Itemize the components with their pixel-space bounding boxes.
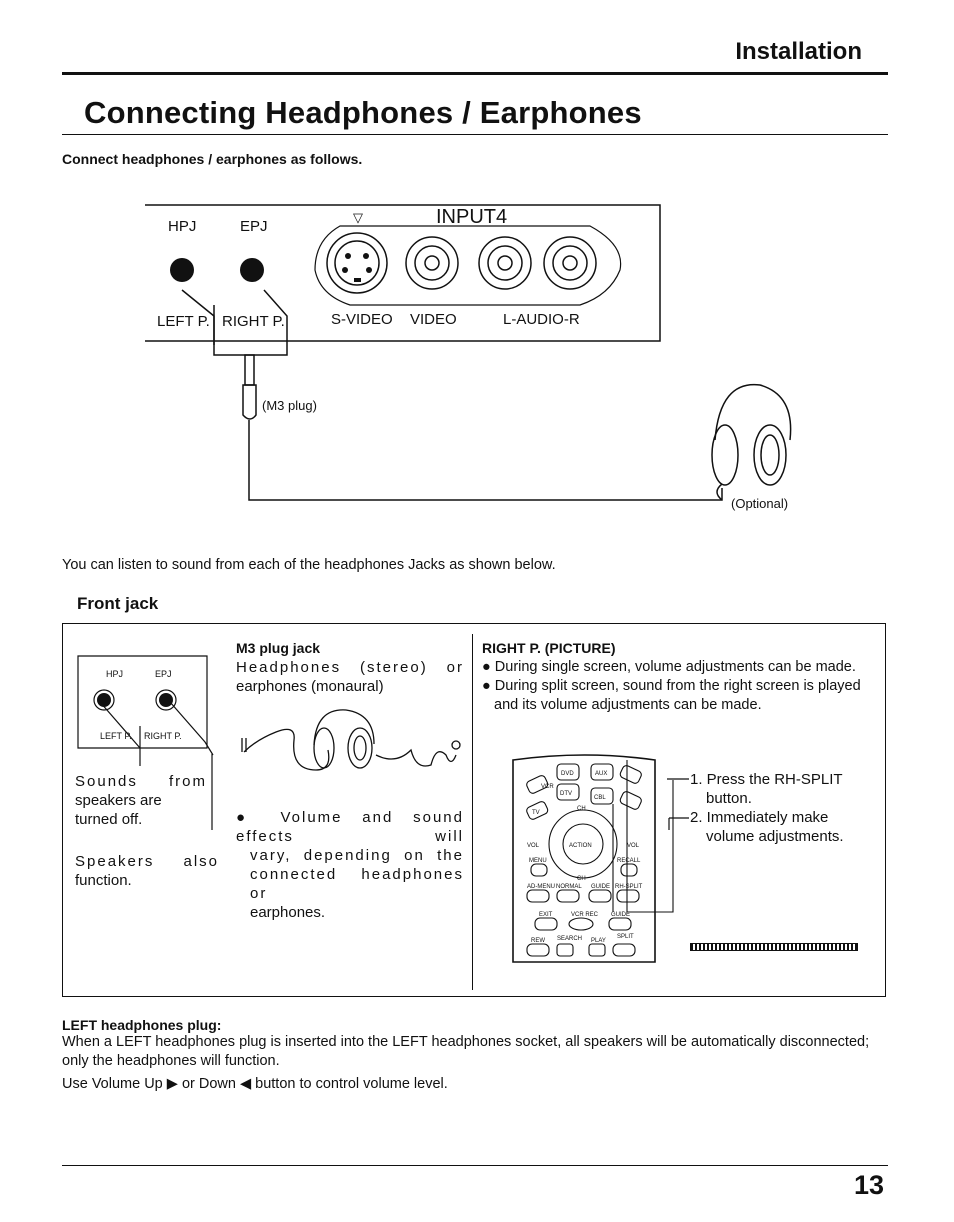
remote-rhsplit-label: RH-SPLIT — [615, 884, 643, 890]
bullet-split-screen: ● During split screen, sound from the ri… — [482, 678, 861, 713]
speakers-note: Speakers also function. — [75, 852, 219, 890]
panel-hpj-label: HPJ — [106, 669, 124, 679]
remote-tv-label: TV — [532, 810, 540, 816]
step-leader-lines — [667, 778, 689, 830]
input-marker: ▽ — [353, 210, 363, 225]
left-plug-heading: LEFT headphones plug: — [62, 1017, 222, 1033]
bullet-single-screen: ● During single screen, volume adjustmen… — [482, 659, 856, 675]
remote-guide-label: GUIDE — [611, 912, 630, 918]
remote-vol-right-label: VOL — [627, 843, 640, 849]
remote-normal-label: NORMAL — [556, 884, 582, 890]
sounds-note: Sounds from speakers are turned off. — [75, 772, 207, 829]
remote-control-illustration: VCR DVD AUX TV DTV CBL CH ACTION VOL VOL… — [512, 754, 674, 963]
steps-list: 1. Press the RH-SPLIT button. 2. Immedia… — [690, 770, 870, 846]
speakers-line2: function. — [75, 872, 132, 889]
optional-label: (Optional) — [731, 496, 789, 511]
left-plug-description: When a LEFT headphones plug is inserted … — [62, 1034, 870, 1069]
svg-text:VCR DVD AUX TV: VCR DVD AUX TV DTV CBL CH ACTION VOL VOL… — [527, 771, 644, 944]
remote-admenu-label: AD-MENU — [527, 884, 555, 890]
left-p-label: LEFT P. — [157, 313, 210, 330]
step-1: 1. Press the RH-SPLIT button. — [690, 771, 843, 807]
remote-recall-label: RECALL — [617, 858, 641, 864]
m3-line1: Headphones (stereo) or — [236, 659, 464, 676]
epj-label: EPJ — [240, 218, 268, 235]
volume-bar-illustration — [690, 943, 858, 951]
front-jack-box — [62, 623, 886, 997]
right-p-label: RIGHT P. — [222, 313, 285, 330]
sounds-line2: speakers are turned off. — [75, 792, 162, 828]
remote-aux-label: AUX — [595, 771, 607, 777]
listen-text: You can listen to sound from each of the… — [62, 557, 556, 573]
video-label: VIDEO — [410, 311, 457, 328]
remote-menu-label: MENU — [529, 858, 547, 864]
header-rule — [62, 72, 888, 75]
remote-play-label: PLAY — [591, 938, 606, 944]
vol-line3: connected headphones or — [250, 866, 464, 902]
front-jack-heading: Front jack — [77, 594, 159, 613]
page-title: Connecting Headphones / Earphones — [84, 95, 642, 130]
remote-vcr-label: VCR — [541, 784, 554, 790]
remote-exit-label: EXIT — [539, 912, 553, 918]
vol-line2: vary, depending on the — [250, 847, 464, 864]
laudio-label: L-AUDIO-R — [503, 311, 580, 328]
remote-split-label: SPLIT — [617, 934, 634, 940]
m3-description: Headphones (stereo) or earphones (monaur… — [236, 658, 464, 696]
vol-line4: earphones. — [250, 904, 326, 921]
front-panel-diagram — [77, 655, 214, 830]
headphones-cord-illustration — [241, 709, 461, 771]
remote-vol-left-label: VOL — [527, 843, 540, 849]
svideo-label: S-VIDEO — [331, 311, 393, 328]
volume-note: ● Volume and sound effects will vary, de… — [236, 808, 464, 922]
m3-heading: M3 plug jack — [236, 640, 321, 656]
m3-line2: earphones (monaural) — [236, 678, 384, 695]
column-divider — [472, 634, 473, 990]
title-rule — [62, 134, 888, 135]
remote-guide-top-label: GUIDE — [591, 884, 610, 890]
step-2: 2. Immediately make volume adjustments. — [690, 809, 844, 845]
remote-search-label: SEARCH — [557, 936, 582, 942]
remote-dtv-label: DTV — [560, 791, 572, 797]
input4-label: INPUT4 — [436, 206, 508, 228]
remote-action-label: ACTION — [569, 843, 592, 849]
connection-diagram — [145, 204, 792, 501]
m3-plug-label: (M3 plug) — [262, 398, 317, 413]
speakers-line1: Speakers also — [75, 853, 219, 870]
remote-ch-bottom-label: CH — [577, 876, 586, 882]
sounds-line1: Sounds from — [75, 773, 207, 790]
panel-left-p-label: LEFT P. — [100, 731, 132, 741]
remote-cbl-label: CBL — [594, 795, 606, 801]
right-p-heading: RIGHT P. (PICTURE) — [482, 640, 616, 656]
remote-dvd-label: DVD — [561, 771, 574, 777]
intro-text: Connect headphones / earphones as follow… — [62, 151, 363, 167]
right-p-bullets: ● During single screen, volume adjustmen… — [482, 658, 877, 715]
remote-ch-label: CH — [577, 806, 586, 812]
section-label: Installation — [735, 38, 862, 65]
vol-line1: ● Volume and sound effects will — [236, 809, 464, 845]
volume-instruction: Use Volume Up ▶ or Down ◀ button to cont… — [62, 1076, 448, 1092]
remote-rew-label: REW — [531, 938, 545, 944]
footer-rule — [62, 1165, 888, 1166]
panel-right-p-label: RIGHT P. — [144, 731, 182, 741]
panel-epj-label: EPJ — [155, 669, 172, 679]
hpj-label: HPJ — [168, 218, 197, 235]
page-number: 13 — [853, 1170, 884, 1200]
remote-vcrrec-label: VCR REC — [571, 912, 599, 918]
